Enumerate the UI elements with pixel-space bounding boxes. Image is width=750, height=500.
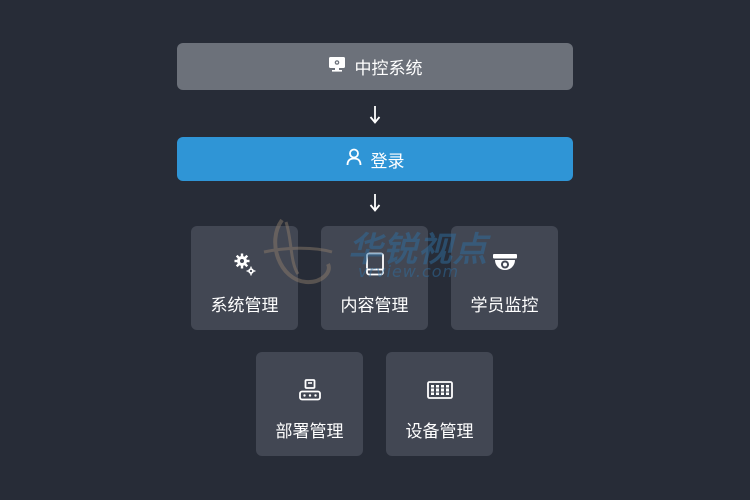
login-label: 登录 — [370, 151, 405, 172]
device-management-label: 设备管理 — [405, 422, 474, 442]
book-icon — [321, 250, 428, 278]
gears-icon — [191, 250, 298, 278]
login-node[interactable]: 登录 — [177, 137, 573, 181]
deployment-management-card[interactable]: 部署管理 — [256, 352, 363, 456]
down-arrow-icon — [369, 194, 381, 212]
system-management-card[interactable]: 系统管理 — [191, 226, 298, 330]
server-rack-icon — [386, 376, 493, 404]
conveyor-icon — [256, 376, 363, 404]
device-management-card[interactable]: 设备管理 — [386, 352, 493, 456]
content-management-card[interactable]: 内容管理 — [321, 226, 428, 330]
central-system-label: 中控系统 — [354, 59, 423, 79]
camera-icon — [451, 250, 558, 278]
student-monitoring-card[interactable]: 学员监控 — [451, 226, 558, 330]
system-management-label: 系统管理 — [210, 296, 279, 316]
down-arrow-icon — [369, 106, 381, 124]
deployment-management-label: 部署管理 — [275, 422, 344, 442]
content-management-label: 内容管理 — [340, 296, 409, 316]
user-icon — [346, 148, 362, 171]
monitor-icon — [328, 56, 346, 77]
student-monitoring-label: 学员监控 — [470, 296, 539, 316]
central-system-node[interactable]: 中控系统 — [177, 43, 573, 90]
